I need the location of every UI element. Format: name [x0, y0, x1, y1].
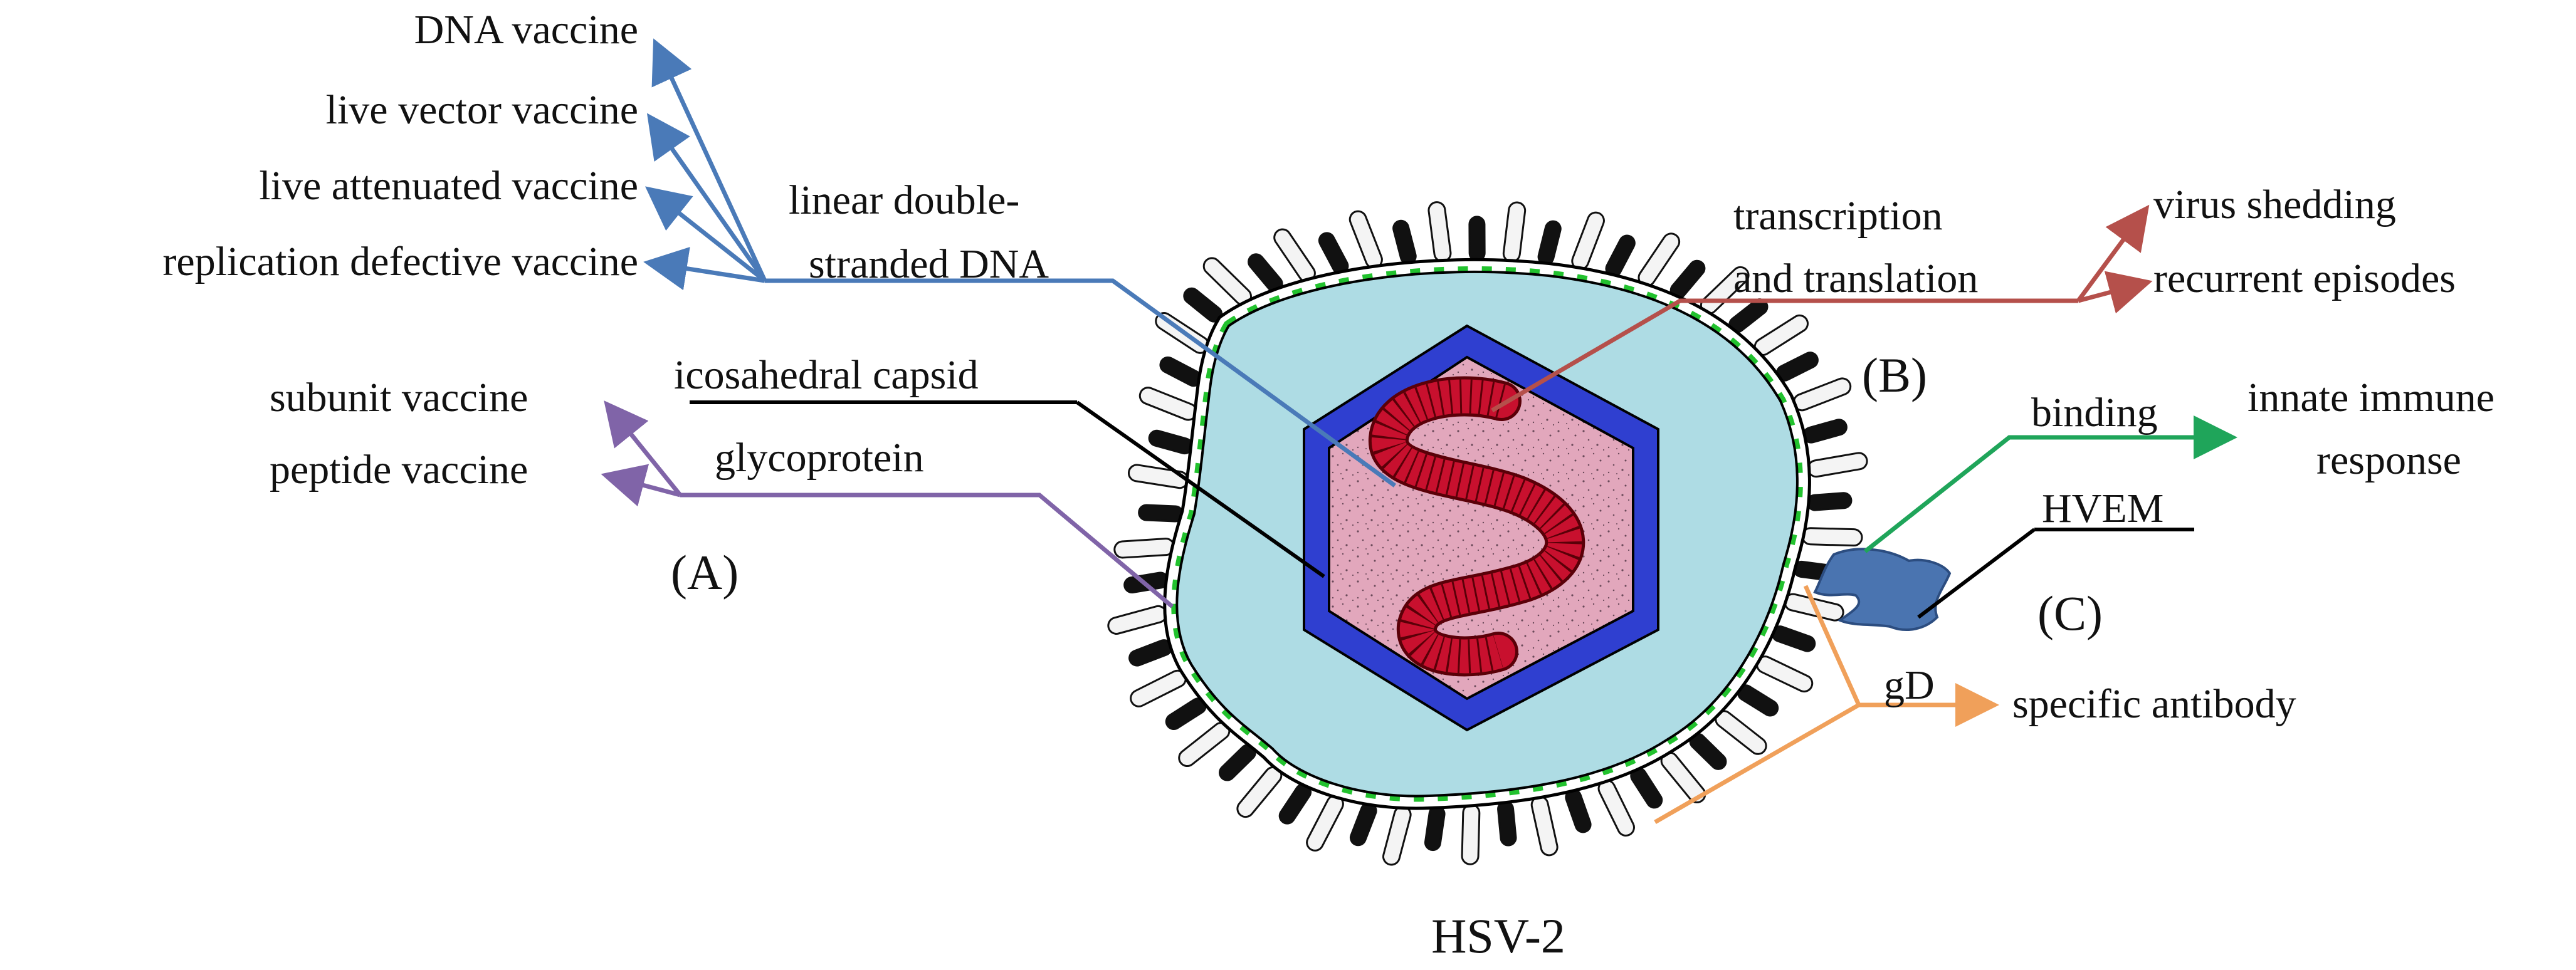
label-panel-c: (C)	[2037, 586, 2103, 640]
membrane-spike-dark	[1806, 492, 1853, 511]
viral-dna	[1369, 376, 1585, 677]
label-panel-b: (B)	[1862, 348, 1927, 402]
glycoprotein-spike	[1382, 805, 1412, 866]
glycoprotein-spike	[1107, 605, 1167, 635]
glycoprotein-vaccine-arrows	[601, 400, 1174, 608]
label-dna-vaccine: DNA vaccine	[414, 7, 638, 53]
membrane-spike-dark	[1497, 800, 1517, 847]
glycoprotein-spike	[1502, 201, 1527, 263]
glycoprotein-spike	[1638, 232, 1681, 287]
membrane-spike-dark	[1605, 234, 1636, 278]
glycoprotein-spike	[1461, 803, 1481, 865]
label-panel-a: (A)	[671, 545, 739, 600]
glycoprotein-spike	[1178, 722, 1231, 768]
membrane-spike-dark	[1424, 805, 1446, 852]
label-live-attenuated-vaccine: live attenuated vaccine	[259, 163, 638, 209]
label-binding: binding	[2031, 390, 2158, 435]
glycoprotein-spike	[1792, 377, 1852, 412]
glycoprotein-spike	[1348, 210, 1383, 269]
glycoprotein-spike	[1138, 387, 1197, 421]
label-innate-line-2: response	[2316, 437, 2461, 483]
label-innate-line-1: innate immune	[2247, 375, 2495, 420]
label-replication-defective-vaccine: replication defective vaccine	[162, 239, 638, 284]
glycoprotein-spike	[1113, 538, 1175, 559]
label-subunit-vaccine: subunit vaccine	[270, 375, 528, 420]
membrane-spike-dark	[1128, 639, 1173, 667]
binding-arrow	[1863, 415, 2237, 553]
glycoprotein-spike	[1801, 527, 1863, 547]
transcription-arrows	[1491, 204, 2153, 413]
membrane-spike-dark	[1537, 220, 1562, 266]
membrane-spike-dark	[1468, 216, 1486, 262]
hvem-receptor	[1813, 548, 1952, 631]
membrane-spike-dark	[1771, 625, 1816, 652]
glycoprotein-spike	[1571, 211, 1605, 271]
dna-vaccine-arrows	[643, 38, 1397, 488]
virus-name-label: HSV-2	[1431, 909, 1565, 963]
label-transcription-line-2: and translation	[1733, 256, 1978, 301]
label-live-vector-vaccine: live vector vaccine	[326, 87, 638, 133]
membrane-spike-dark	[1565, 788, 1592, 833]
label-peptide-vaccine: peptide vaccine	[270, 447, 528, 493]
label-hvem: HVEM	[2042, 486, 2163, 531]
glycoprotein-spike	[1597, 780, 1635, 837]
label-recurrent-episodes: recurrent episodes	[2153, 256, 2456, 301]
label-icosahedral-capsid: icosahedral capsid	[674, 352, 979, 398]
gd-antibody-arrows	[1654, 585, 1999, 825]
label-dna-line-1: linear double-	[789, 177, 1019, 223]
label-virus-shedding: virus shedding	[2153, 182, 2396, 227]
membrane-spike-dark	[1148, 429, 1193, 455]
glycoprotein-spike	[1715, 710, 1767, 755]
membrane-spike-dark	[1138, 504, 1184, 523]
label-transcription-line-1: transcription	[1733, 193, 1943, 239]
membrane-spike-dark	[1802, 419, 1848, 444]
glycoprotein-spike	[1807, 452, 1868, 478]
glycoprotein-spike	[1756, 655, 1814, 693]
label-gd: gD	[1884, 662, 1935, 708]
glycoprotein-spike	[1753, 314, 1809, 356]
glycoprotein-spike	[1130, 669, 1187, 707]
glycoprotein-spike	[1306, 795, 1344, 852]
membrane-spike-dark	[1392, 219, 1417, 265]
membrane-spike-dark	[1349, 802, 1377, 847]
label-specific-antibody: specific antibody	[2012, 681, 2296, 727]
glycoprotein-spike	[1236, 766, 1283, 818]
glycoprotein-spike	[1427, 201, 1452, 263]
glycoprotein-spike	[1530, 795, 1559, 857]
label-glycoprotein: glycoprotein	[715, 435, 924, 481]
label-dna-line-2: stranded DNA	[809, 241, 1049, 287]
